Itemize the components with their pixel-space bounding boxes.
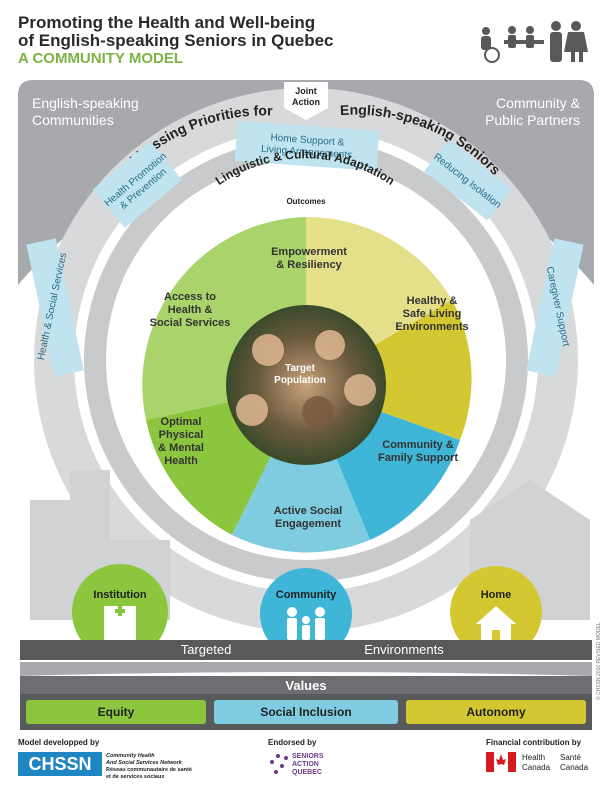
outcome-access-line1: Access to [164, 291, 216, 303]
outcome-active-line2: Engagement [275, 518, 341, 530]
sc-line2: Canada [560, 763, 589, 772]
chssn-logo-text: CHSSN [28, 754, 91, 774]
targeted-label: Targeted [181, 642, 232, 657]
outcome-active-line1: Active Social [274, 505, 342, 517]
outcome-segment-healthy-env [306, 300, 472, 440]
outcome-community-line2: Family Support [378, 452, 458, 464]
corner-right-line1: Community & [496, 95, 581, 111]
priority-caregiver-support: Caregiver Support [526, 238, 584, 377]
target-line2: Population [274, 375, 326, 386]
title-line-3: A COMMUNITY MODEL [18, 50, 183, 67]
outcome-community-line1: Community & [382, 439, 454, 451]
outcome-access-line2: Health & [168, 304, 213, 316]
joint-action-arrow [284, 82, 328, 120]
chssn-desc2: And Social Services Network [105, 760, 183, 766]
outcome-healthy-line1: Healthy & [407, 295, 458, 307]
values-top-band [20, 662, 592, 676]
developed-by-label: Model developped by [18, 738, 100, 747]
sa-line3: QUEBEC [292, 769, 322, 776]
environments-label: Environments [364, 642, 444, 657]
target-line1: Target [285, 363, 315, 374]
page-title: Promoting the Health and Well-being of E… [18, 14, 334, 68]
joint-action-line1: Joint [295, 86, 317, 96]
financial-label: Financial contribution by [486, 738, 582, 747]
outcome-empowerment-line2: & Resiliency [276, 259, 342, 271]
priority-home-support: Home Support & Living Arrangements [234, 121, 380, 171]
values-band [20, 676, 592, 694]
title-line-2: of English-speaking Seniors in Quebec [18, 31, 334, 50]
value-equity [26, 700, 206, 724]
seniors-faces-icon [236, 330, 376, 428]
corner-left-line1: English-speaking [32, 95, 139, 111]
seniors-group-icon [481, 21, 588, 63]
sa-line2: ACTION [292, 761, 319, 768]
outcome-optimal-line2: Physical [159, 429, 204, 441]
maple-leaf-icon [486, 752, 516, 772]
hc-line1: Health [522, 753, 545, 762]
svg-text:Home Support &: Home Support & [270, 132, 345, 148]
environment-home: Home [450, 566, 542, 658]
hc-line2: Canada [522, 763, 551, 772]
outcome-optimal-line3: & Mental [158, 442, 204, 454]
outcome-optimal-line4: Health [164, 455, 198, 467]
value-autonomy-label: Autonomy [466, 705, 526, 719]
environment-institution: Institution [72, 564, 168, 660]
chssn-desc3: Réseau communautaire de santé [106, 767, 192, 773]
outcome-segment-active-social [232, 385, 370, 553]
corner-right-line2: Public Partners [485, 112, 580, 128]
sa-line1: SENIORS [292, 753, 324, 760]
chssn-desc1: Community Health [106, 753, 155, 759]
chssn-logo [18, 752, 102, 776]
hospital-building-icon [104, 606, 136, 642]
outcome-healthy-line2: Safe Living [403, 308, 462, 320]
outcome-access-line3: Social Services [150, 317, 231, 329]
title-line-1: Promoting the Health and Well-being [18, 13, 316, 32]
outcome-empowerment-line1: Empowerment [271, 246, 347, 258]
chssn-desc4: et de services sociaux [106, 774, 165, 780]
outcomes-arrow [282, 192, 330, 216]
family-icon [287, 607, 325, 640]
outcome-healthy-line3: Environments [395, 321, 468, 333]
values-label: Values [285, 678, 326, 693]
environment-community: Community [260, 568, 352, 660]
outcomes-label: Outcomes [286, 197, 326, 206]
value-social-inclusion [214, 700, 398, 724]
endorsed-by-label: Endorsed by [268, 738, 317, 747]
home-label: Home [481, 589, 512, 601]
seniors-action-logo-icon [270, 754, 288, 774]
institution-label: Institution [93, 589, 146, 601]
value-equity-label: Equity [98, 705, 135, 719]
outcome-optimal-line1: Optimal [161, 416, 202, 428]
corner-left-line2: Communities [32, 112, 114, 128]
targeted-environments-bar [20, 640, 592, 660]
community-label: Community [276, 589, 337, 601]
house-icon [476, 606, 516, 642]
sc-line1: Santé [560, 753, 581, 762]
value-social-inclusion-label: Social Inclusion [260, 705, 351, 719]
copyright-note: © CHSSN 2016 REVISED MODEL [595, 622, 602, 700]
priority-health-social: Health & Social Services [26, 238, 84, 377]
joint-action-line2: Action [292, 97, 320, 107]
value-autonomy [406, 700, 586, 724]
